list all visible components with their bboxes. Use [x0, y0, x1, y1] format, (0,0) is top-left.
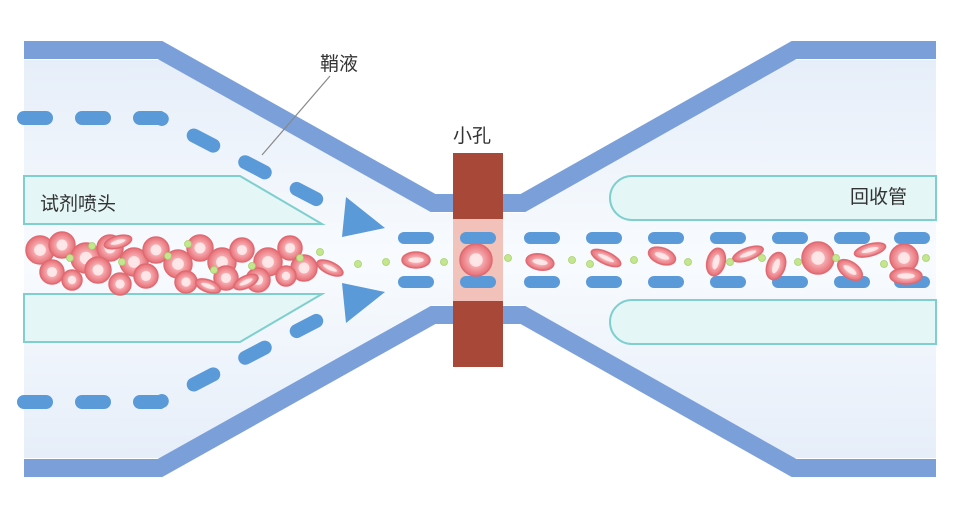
flow-dash — [460, 232, 496, 244]
red-blood-cell — [186, 234, 214, 262]
platelet — [568, 256, 576, 264]
red-blood-cell — [889, 267, 923, 285]
flow-dash — [586, 232, 622, 244]
red-blood-cell — [233, 273, 259, 291]
reagent-nozzle-label: 试剂喷头 — [40, 193, 116, 215]
recovery-tube — [609, 175, 937, 345]
flow-dash — [772, 232, 808, 244]
red-blood-cell — [801, 241, 835, 275]
aperture — [453, 153, 503, 367]
platelet — [382, 258, 390, 266]
recovery-tube-lower — [609, 299, 937, 345]
platelet — [248, 262, 256, 270]
red-blood-cell — [174, 270, 198, 294]
red-blood-cell — [705, 247, 727, 277]
red-blood-cell — [525, 253, 555, 271]
platelet — [726, 258, 734, 266]
flow-dash — [710, 232, 746, 244]
red-blood-cell — [194, 278, 222, 294]
aperture-label: 小孔 — [453, 125, 491, 147]
platelet — [118, 258, 126, 266]
flow-dash — [648, 276, 684, 288]
aperture-block-bottom — [453, 301, 503, 367]
sheath-flow-dashes — [17, 111, 385, 409]
arrow-icon — [342, 197, 385, 237]
flow-dash — [772, 276, 808, 288]
platelet — [758, 254, 766, 262]
flow-dash — [398, 276, 434, 288]
flow-dash — [524, 232, 560, 244]
platelet — [354, 260, 362, 268]
platelet — [794, 258, 802, 266]
red-blood-cell — [853, 242, 887, 258]
red-blood-cell — [316, 259, 344, 277]
flow-dash — [834, 232, 870, 244]
red-blood-cell — [39, 259, 65, 285]
red-blood-cell — [48, 231, 76, 259]
platelet — [880, 260, 888, 268]
red-blood-cell — [836, 258, 864, 282]
recovery-tube-upper — [609, 175, 937, 221]
platelet — [922, 254, 930, 262]
flow-dash — [648, 232, 684, 244]
flow-dash — [894, 232, 930, 244]
red-blood-cell — [103, 234, 133, 250]
red-blood-cell — [142, 236, 170, 264]
sheath-fluid-label: 鞘液 — [320, 53, 358, 75]
arrow-icon — [342, 283, 385, 323]
sheath-flow-bottom — [17, 299, 352, 409]
platelet — [296, 254, 304, 262]
platelet — [832, 254, 840, 262]
red-blood-cell — [459, 243, 493, 277]
flow-dash — [460, 276, 496, 288]
red-blood-cell — [61, 269, 83, 291]
recovery-tube-label: 回收管 — [850, 186, 907, 208]
platelet — [440, 258, 448, 266]
flow-dash — [586, 276, 622, 288]
red-blood-cell — [765, 251, 787, 281]
platelet — [504, 254, 512, 262]
red-blood-cell — [647, 246, 677, 266]
platelet — [316, 248, 324, 256]
red-blood-cell — [229, 237, 255, 263]
platelet — [630, 256, 638, 264]
platelet — [684, 258, 692, 266]
nozzle-lower-wall — [23, 293, 326, 343]
flow-dash — [398, 232, 434, 244]
leader-line — [261, 75, 331, 156]
sheath-flow-top — [17, 111, 352, 221]
red-blood-cell — [108, 272, 132, 296]
red-blood-cell — [401, 251, 431, 269]
red-blood-cell — [84, 256, 112, 284]
red-blood-cell — [133, 263, 159, 289]
red-blood-cell — [590, 248, 622, 268]
center-flow-dashes — [398, 232, 930, 288]
platelet — [210, 266, 218, 274]
platelet — [66, 254, 74, 262]
red-blood-cell — [213, 265, 239, 291]
platelet — [164, 252, 172, 260]
red-blood-cell — [277, 235, 303, 261]
blood-cells — [25, 231, 930, 296]
reagent-nozzle — [23, 175, 326, 343]
nozzle-upper-wall — [23, 175, 326, 225]
aperture-block-top — [453, 153, 503, 219]
platelet — [88, 242, 96, 250]
red-blood-cell — [25, 235, 55, 265]
platelet — [184, 240, 192, 248]
flow-dash — [524, 276, 560, 288]
red-blood-cell — [275, 265, 297, 287]
flow-dash — [710, 276, 746, 288]
platelet — [586, 260, 594, 268]
